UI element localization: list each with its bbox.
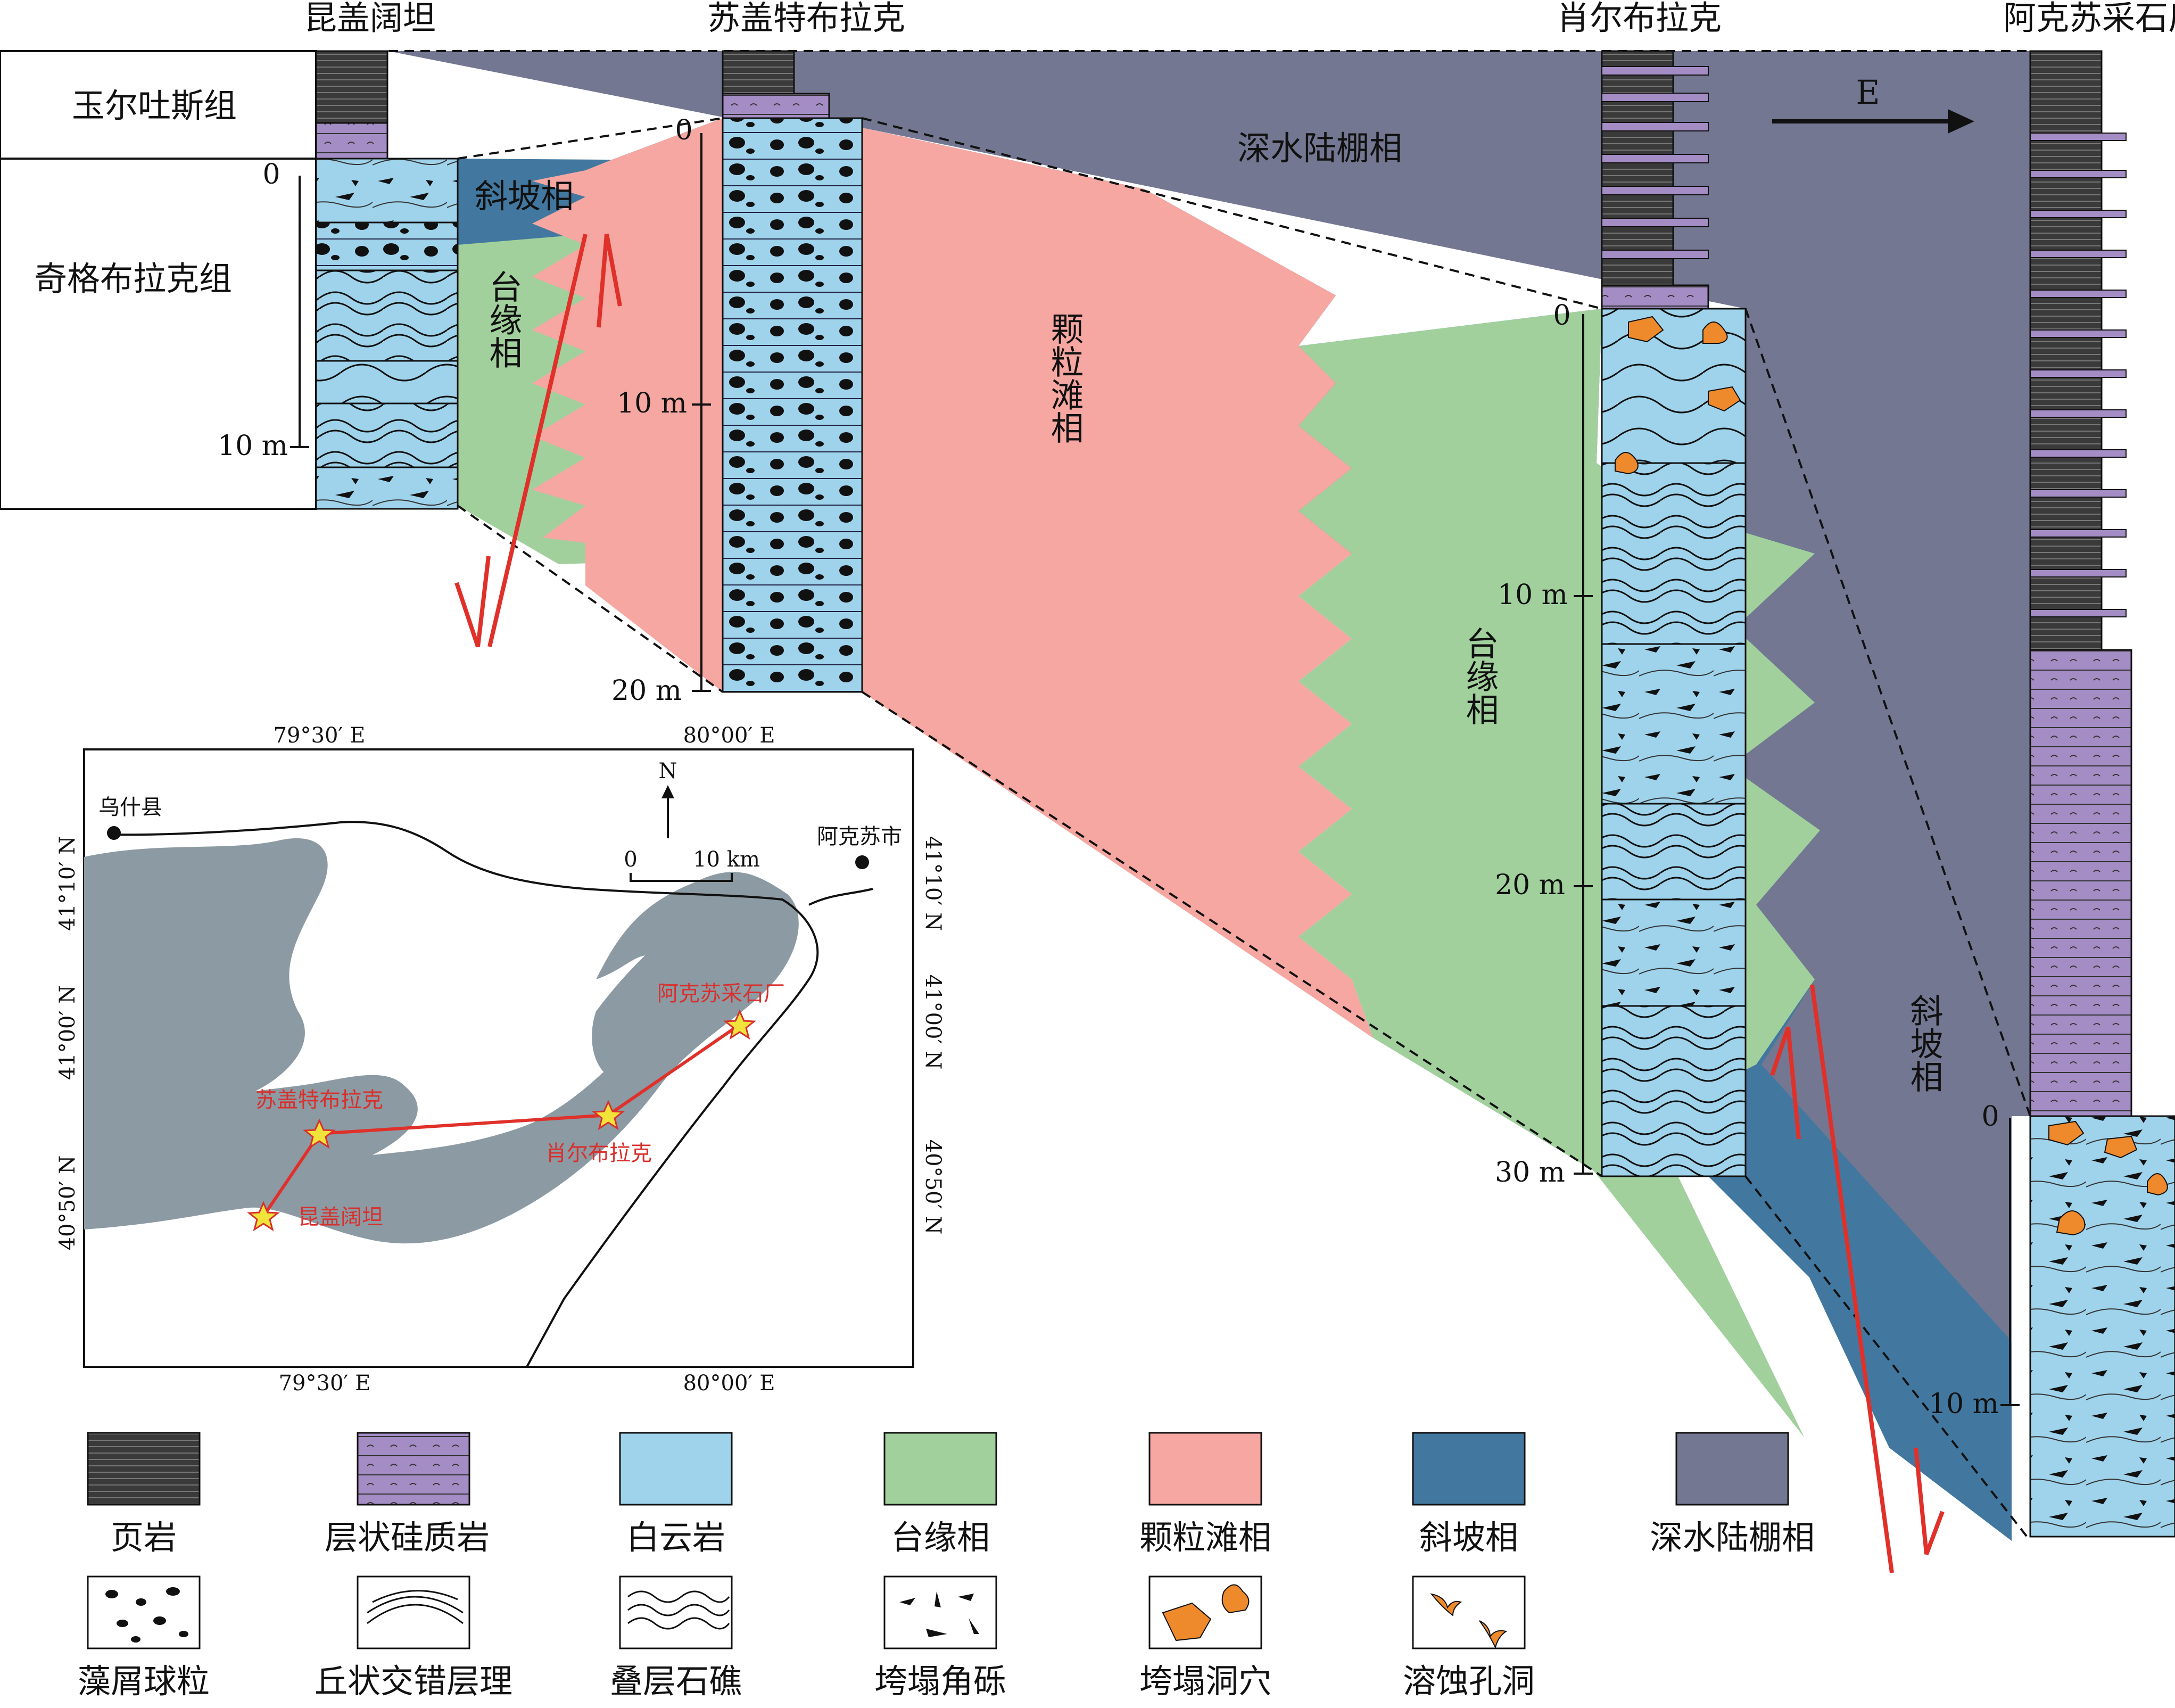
legend-swatch-breccia [883,1575,997,1649]
s3-scale-zero: 0 [1553,300,1570,332]
legend-label-breccia: 垮塌角砾 [874,1662,1006,1701]
s4-scale-ten: 10 m [1929,1388,1999,1420]
label-slope-1: 斜坡相 [475,177,574,216]
fault-right [1770,984,1945,1573]
label-grain-shoal: 颗粒滩相 [1045,312,1084,444]
map-lat-1010-right: 41°10′ N [921,836,945,931]
legend-swatch-margin [883,1432,997,1506]
east-direction-arrow: E [1772,73,1974,134]
label-margin-2: 台缘相 [1460,626,1499,725]
legend-label-vug: 溶蚀孔洞 [1403,1662,1535,1701]
s3-scale-twenty: 20 m [1495,869,1565,901]
formation-lower-label: 奇格布拉克组 [34,259,232,298]
section-title-akesu-quarry: 阿克苏采石厂 [2003,0,2175,37]
map-lat-1010-left: 41°10′ N [55,836,80,931]
legend-label-deep-shelf: 深水陆棚相 [1650,1518,1815,1557]
section-xiaoerbulake: 0 10 m 20 m 30 m 肖尔布拉克 [1495,0,1747,1189]
s2-scale-twenty: 20 m [611,675,682,707]
legend-swatch-shale [87,1432,201,1506]
map-site-aksu: 阿克苏采石厂 [657,981,785,1006]
map-scale-zero: 0 [624,847,637,872]
map-site-sgtblk: 苏盖特布拉克 [255,1088,383,1112]
section-akesu-quarry: 0 10 m 阿克苏采石厂 [1929,0,2175,1538]
s2-scale-ten: 10 m [617,387,687,419]
legend-label-cave: 垮塌洞穴 [1139,1662,1271,1701]
legend-swatch-cave [1148,1575,1262,1649]
label-margin-1: 台缘相 [484,270,523,369]
legend-label-margin: 台缘相 [891,1518,990,1557]
label-deep-shelf: 深水陆棚相 [1237,129,1402,168]
formation-upper-label: 玉尔吐斯组 [72,86,237,125]
s3-scale-thirty: 30 m [1495,1157,1565,1189]
map-lon-left-bottom: 79°30′ E [279,1371,371,1396]
legend-swatch-shoal [1148,1432,1262,1506]
map-lon-left-top: 79°30′ E [274,723,366,748]
s1-scale-zero: 0 [262,159,280,191]
legend-label-pellet: 藻屑球粒 [78,1662,210,1701]
legend-swatch-dolomite [619,1432,733,1506]
legend-label-shale: 页岩 [111,1518,177,1557]
s4-scale-zero: 0 [1981,1101,1999,1133]
map-land-east [592,890,782,1080]
section-title-sugaitebulake: 苏盖特布拉克 [707,0,905,37]
legend-swatch-deep-shelf [1675,1432,1789,1506]
section-sugaitebulake: 0 10 m 20 m 苏盖特布拉克 [611,0,905,707]
legend-swatch-pellet [87,1575,201,1649]
legend-label-shoal: 颗粒滩相 [1139,1518,1271,1557]
map-land [84,838,799,1244]
label-slope-2: 斜坡相 [1905,994,1944,1093]
section-kungaikuotan: 0 10 m 昆盖阔坦 [218,0,459,510]
map-lon-right-top: 80°00′ E [683,723,775,748]
s1-scale-ten: 10 m [218,430,288,462]
map-scale-ten: 10 km [693,847,760,872]
legend-label-dolomite: 白云岩 [626,1518,725,1557]
map-city-aksu: 阿克苏市 [817,824,902,849]
correlation-lines [388,50,2031,1542]
legend-swatch-vug [1412,1575,1526,1649]
map-site-xeblk: 肖尔布拉克 [545,1141,652,1166]
legend-swatch-hcs [357,1575,470,1649]
map-north: N [659,759,677,783]
s3-scale-ten: 10 m [1498,579,1568,611]
formation-column: 玉尔吐斯组 奇格布拉克组 [0,50,317,510]
legend-label-siliceous: 层状硅质岩 [325,1518,490,1557]
legend-label-stromatolite: 叠层石礁 [610,1662,742,1701]
map-lat-1000-right: 41°00′ N [921,975,945,1070]
section-title-xiaoerbulake: 肖尔布拉克 [1557,0,1722,37]
legend-swatch-slope [1412,1432,1526,1506]
legend-swatch-stromatolite [619,1575,733,1649]
fault-left [454,234,622,648]
map-lat-0050-left: 40°50′ N [55,1156,80,1251]
inset-map: 乌什县 阿克苏市 昆盖阔坦 苏盖特布拉克 肖尔布拉克 阿克苏采石厂 N 0 10… [55,723,945,1396]
legend-label-slope: 斜坡相 [1419,1518,1518,1557]
legend: 页岩 层状硅质岩 白云岩 台缘相 颗粒滩相 斜坡相 深水陆棚相 [78,1432,1815,1701]
legend-swatch-siliceous [357,1432,470,1506]
map-lon-right-bottom: 80°00′ E [683,1371,775,1396]
direction-label: E [1856,73,1880,112]
map-city-wushi: 乌什县 [98,795,162,820]
platform-margin-facies-area [458,213,1820,1437]
legend-label-hcs: 丘状交错层理 [315,1662,512,1701]
section-title-kungaikuotan: 昆盖阔坦 [304,0,436,37]
map-site-kgkt: 昆盖阔坦 [298,1205,383,1230]
s2-scale-zero: 0 [675,114,692,146]
map-lat-0050-right: 40°50′ N [921,1140,945,1235]
map-lat-1000-left: 41°00′ N [55,985,80,1080]
